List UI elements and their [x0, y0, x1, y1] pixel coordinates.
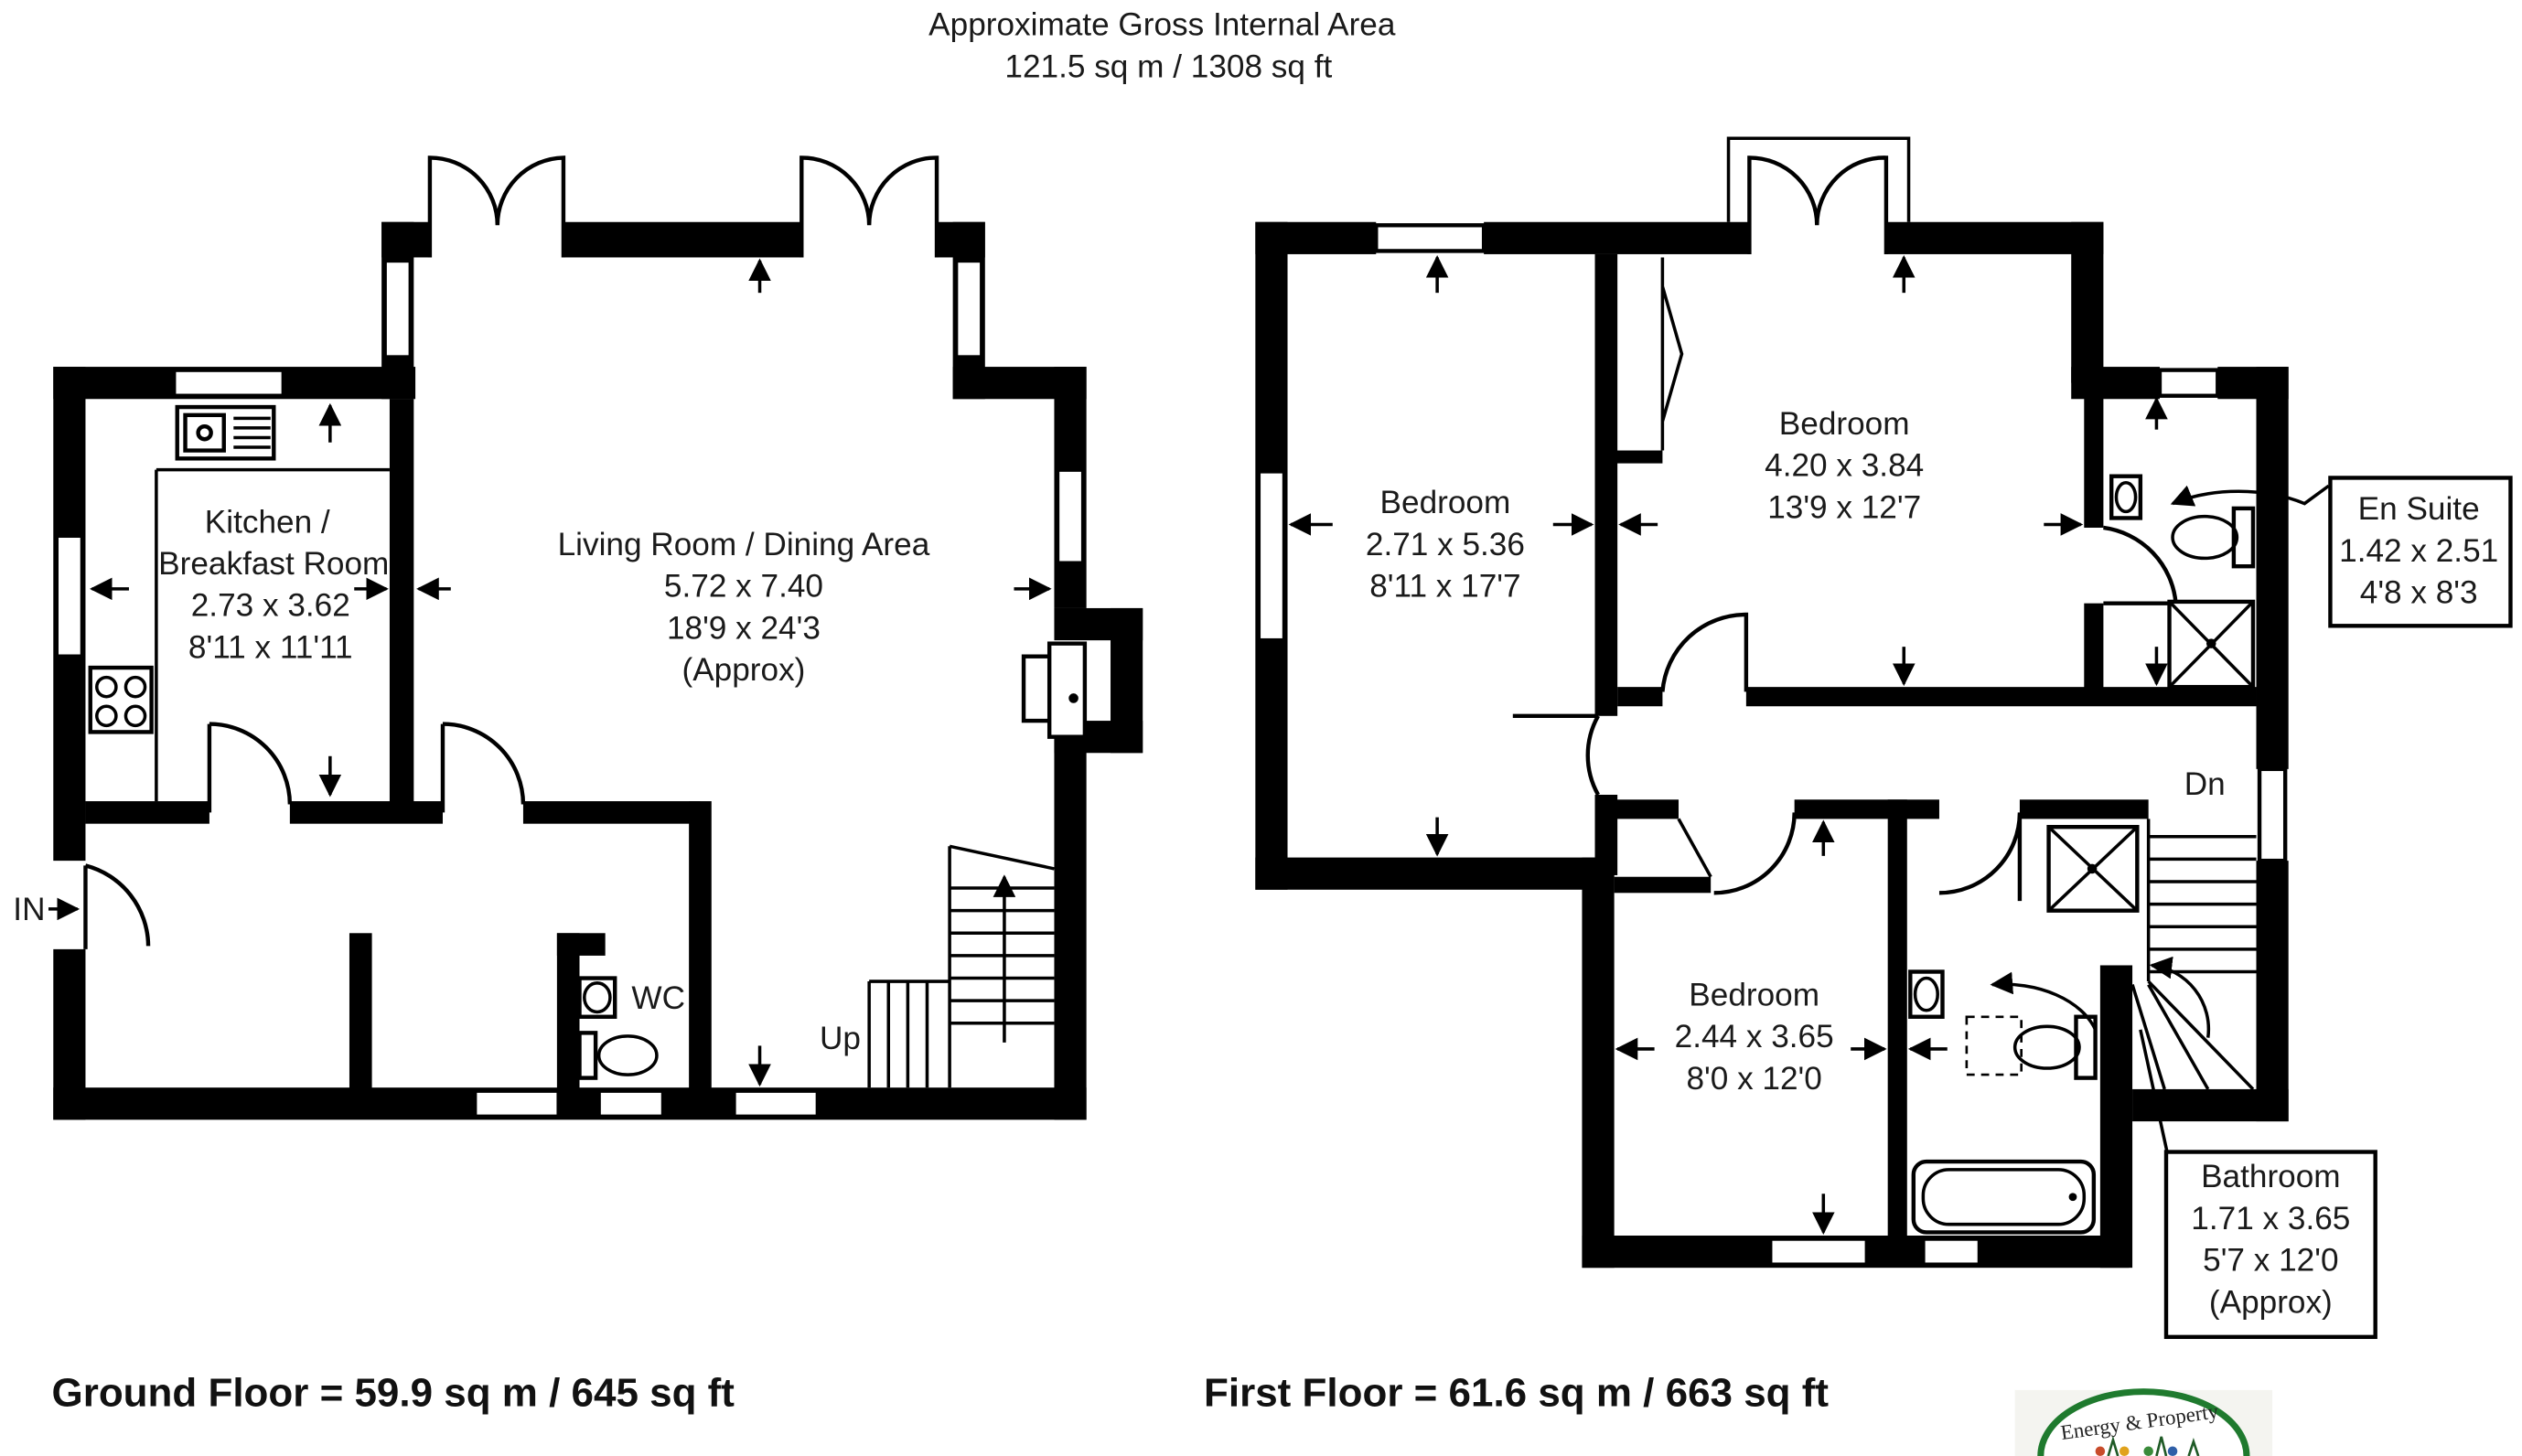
bedroom-main-name: Bedroom	[1779, 406, 1910, 442]
bedroom-left-imperial: 8'11 x 17'7	[1369, 569, 1520, 605]
bedroom-small-imperial: 8'0 x 12'0	[1686, 1061, 1821, 1097]
company-logo: Energy & Property	[2014, 1388, 2273, 1456]
ground-stairs	[867, 844, 1055, 1088]
stairs-up-label: Up	[820, 1021, 861, 1056]
bathroom-note: (Approx)	[2209, 1284, 2333, 1320]
en-suite-name: En Suite	[2358, 491, 2480, 527]
bedroom-small-name: Bedroom	[1689, 977, 1819, 1012]
first-stairs	[2130, 819, 2257, 1091]
living-metric: 5.72 x 7.40	[664, 569, 823, 605]
kitchen-name-1: Kitchen /	[205, 504, 330, 540]
bathroom-name: Bathroom	[2201, 1159, 2341, 1194]
area-total: 121.5 sq m / 1308 sq ft	[1004, 48, 1332, 84]
kitchen-metric: 2.73 x 3.62	[191, 588, 350, 624]
bedroom-main-metric: 4.20 x 3.84	[1765, 448, 1924, 484]
ground-floor-summary: Ground Floor = 59.9 sq m / 645 sq ft	[52, 1370, 735, 1415]
kitchen-imperial: 8'11 x 11'11	[188, 629, 353, 665]
en-suite-callout	[2328, 476, 2513, 628]
kitchen-name-2: Breakfast Room	[158, 546, 389, 582]
en-suite-imperial: 4'8 x 8'3	[2360, 575, 2478, 611]
entrance-label: IN	[13, 892, 45, 927]
first-floor-plan: Bedroom 2.71 x 5.36 8'11 x 17'7 Bedroom …	[1255, 136, 2513, 1340]
ground-floor-plan: Kitchen / Breakfast Room 2.73 x 3.62 8'1…	[13, 155, 1143, 1120]
wc-name: WC	[631, 980, 685, 1016]
en-suite-metric: 1.42 x 2.51	[2339, 533, 2498, 569]
bedroom-small-metric: 2.44 x 3.65	[1675, 1019, 1834, 1055]
bedroom-left-name: Bedroom	[1380, 485, 1511, 520]
bathroom-imperial: 5'7 x 12'0	[2203, 1243, 2338, 1279]
living-note: (Approx)	[682, 652, 806, 688]
area-title: Approximate Gross Internal Area	[928, 7, 1396, 43]
living-name: Living Room / Dining Area	[558, 527, 930, 562]
living-imperial: 18'9 x 24'3	[667, 610, 821, 646]
bathroom-metric: 1.71 x 3.65	[2191, 1201, 2350, 1237]
first-floor-summary: First Floor = 61.6 sq m / 663 sq ft	[1204, 1370, 1829, 1415]
bedroom-main-imperial: 13'9 x 12'7	[1767, 489, 1921, 525]
bedroom-left-metric: 2.71 x 5.36	[1366, 527, 1525, 562]
stairs-down-label: Dn	[2184, 766, 2226, 802]
bathroom-callout	[2163, 1150, 2377, 1340]
